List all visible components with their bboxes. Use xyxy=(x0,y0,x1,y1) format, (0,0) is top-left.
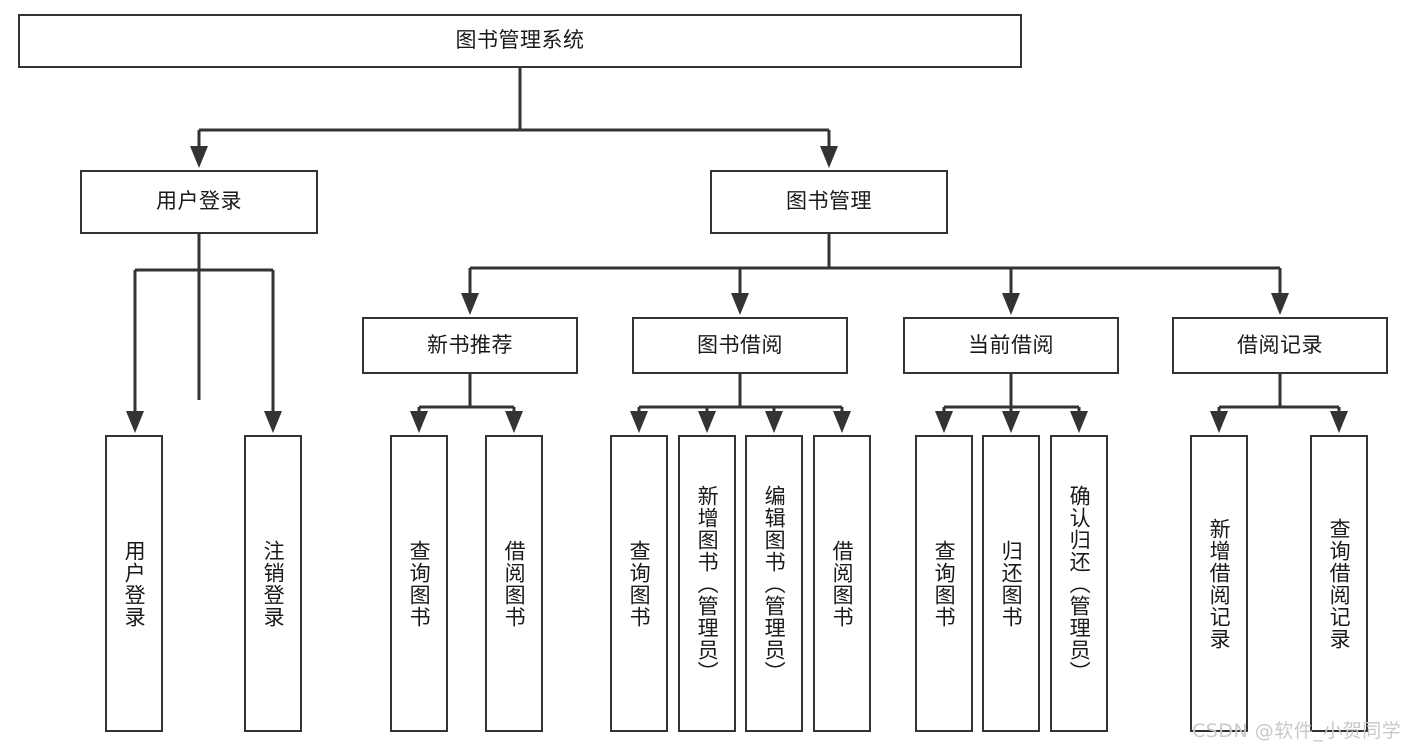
node-current-borrow[interactable]: 当前借阅 xyxy=(903,317,1119,374)
node-book-manage[interactable]: 图书管理 xyxy=(710,170,948,234)
node-leaf-query-book-3-label: 查询图书 xyxy=(932,539,957,628)
node-root[interactable]: 图书管理系统 xyxy=(18,14,1022,68)
node-leaf-query-book-3[interactable]: 查询图书 xyxy=(915,435,973,732)
node-leaf-user-login[interactable]: 用户登录 xyxy=(105,435,163,732)
node-leaf-logout[interactable]: 注销登录 xyxy=(244,435,302,732)
arrowhead-icon xyxy=(190,146,208,168)
node-leaf-query-book-2[interactable]: 查询图书 xyxy=(610,435,668,732)
node-user-login-label: 用户登录 xyxy=(156,189,242,214)
arrowhead-icon xyxy=(731,293,749,315)
arrowhead-icon xyxy=(264,411,282,433)
arrowhead-icon xyxy=(1002,293,1020,315)
node-leaf-borrow-book-2[interactable]: 借阅图书 xyxy=(813,435,871,732)
arrowhead-icon xyxy=(1210,411,1228,433)
node-leaf-add-record-label: 新增借阅记录 xyxy=(1207,517,1232,650)
node-new-book-recommend[interactable]: 新书推荐 xyxy=(362,317,578,374)
node-new-book-recommend-label: 新书推荐 xyxy=(427,332,513,357)
node-current-borrow-label: 当前借阅 xyxy=(968,332,1054,357)
arrowhead-icon xyxy=(1271,293,1289,315)
arrowhead-icon xyxy=(1002,411,1020,433)
arrowhead-icon xyxy=(833,411,851,433)
node-borrow-record[interactable]: 借阅记录 xyxy=(1172,317,1388,374)
csdn-watermark: CSDN @软件_小贺同学 xyxy=(1192,720,1402,742)
node-leaf-confirm-return-label: 确认归还（管理员） xyxy=(1067,484,1092,683)
node-leaf-add-book-label: 新增图书（管理员） xyxy=(695,484,720,683)
node-book-borrow-label: 图书借阅 xyxy=(697,332,783,357)
node-leaf-return-book-label: 归还图书 xyxy=(999,539,1024,628)
node-leaf-query-record-label: 查询借阅记录 xyxy=(1327,517,1352,650)
node-leaf-query-book-2-label: 查询图书 xyxy=(627,539,652,628)
node-leaf-query-book-1[interactable]: 查询图书 xyxy=(390,435,448,732)
arrowhead-icon xyxy=(935,411,953,433)
node-leaf-edit-book[interactable]: 编辑图书（管理员） xyxy=(745,435,803,732)
node-borrow-record-label: 借阅记录 xyxy=(1237,332,1323,357)
node-leaf-logout-label: 注销登录 xyxy=(261,539,286,628)
arrowhead-icon xyxy=(410,411,428,433)
node-leaf-user-login-label: 用户登录 xyxy=(122,539,147,628)
node-user-login[interactable]: 用户登录 xyxy=(80,170,318,234)
node-leaf-confirm-return[interactable]: 确认归还（管理员） xyxy=(1050,435,1108,732)
arrowhead-icon xyxy=(630,411,648,433)
arrowhead-icon xyxy=(461,293,479,315)
node-leaf-borrow-book-1-label: 借阅图书 xyxy=(502,539,527,628)
node-leaf-return-book[interactable]: 归还图书 xyxy=(982,435,1040,732)
node-leaf-query-book-1-label: 查询图书 xyxy=(407,539,432,628)
node-leaf-borrow-book-2-label: 借阅图书 xyxy=(830,539,855,628)
arrowhead-icon xyxy=(820,146,838,168)
node-leaf-query-record[interactable]: 查询借阅记录 xyxy=(1310,435,1368,732)
node-root-label: 图书管理系统 xyxy=(455,28,585,53)
arrowhead-icon xyxy=(505,411,523,433)
arrowhead-icon xyxy=(765,411,783,433)
arrowhead-icon xyxy=(1330,411,1348,433)
node-leaf-edit-book-label: 编辑图书（管理员） xyxy=(762,484,787,683)
arrowhead-icon xyxy=(1070,411,1088,433)
node-leaf-add-book[interactable]: 新增图书（管理员） xyxy=(678,435,736,732)
arrowhead-icon xyxy=(126,411,144,433)
node-book-manage-label: 图书管理 xyxy=(786,189,872,214)
node-leaf-borrow-book-1[interactable]: 借阅图书 xyxy=(485,435,543,732)
arrowhead-icon xyxy=(698,411,716,433)
node-book-borrow[interactable]: 图书借阅 xyxy=(632,317,848,374)
node-leaf-add-record[interactable]: 新增借阅记录 xyxy=(1190,435,1248,732)
